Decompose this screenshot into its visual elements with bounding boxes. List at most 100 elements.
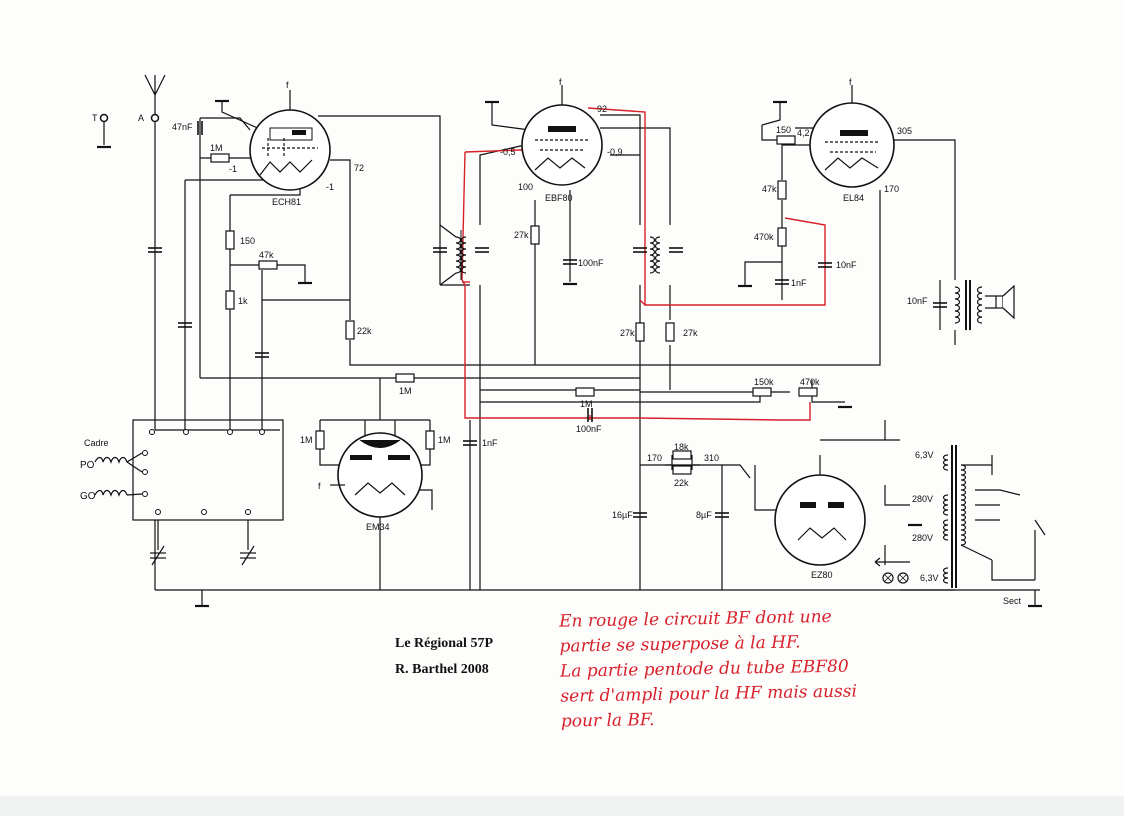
label-cadre: Cadre <box>84 438 109 448</box>
c1nF-b: 1nF <box>482 438 498 448</box>
resistor-150k <box>752 387 772 397</box>
ech-neg1a: -1 <box>229 164 237 174</box>
el84-name: EL84 <box>843 193 864 203</box>
el-heater-f: f <box>849 77 852 87</box>
r18k: 18k <box>674 442 689 452</box>
c16uF: 16µF <box>612 510 633 520</box>
ebf80-name: EBF80 <box>545 193 573 203</box>
r150k: 150k <box>754 377 774 387</box>
el-42: 4,2 <box>797 128 810 138</box>
tube-el84 <box>809 85 895 188</box>
resistor-27k-b <box>635 322 645 342</box>
c10nF-b: 10nF <box>907 296 928 306</box>
tube-em34 <box>330 432 423 518</box>
ebf-100: 100 <box>518 182 533 192</box>
resistor-27k-a <box>530 225 540 245</box>
ground-symbols <box>193 99 1044 608</box>
bf-circuit-red <box>461 107 826 421</box>
r27k-c: 27k <box>683 328 698 338</box>
c47nF: 47nF <box>172 122 193 132</box>
caption-author: R. Barthel 2008 <box>395 662 489 677</box>
el-170: 170 <box>884 184 899 194</box>
resistor-47k-b <box>777 180 787 200</box>
ech-neg1b: -1 <box>326 182 334 192</box>
label-T: T <box>92 113 98 123</box>
c100nF-b: 100nF <box>576 424 602 434</box>
r47k-a: 47k <box>259 250 274 260</box>
psu-310: 310 <box>704 453 719 463</box>
r1M-a: 1M <box>399 386 412 396</box>
label-go: GO <box>80 491 96 502</box>
em-1M-a: 1M <box>300 435 313 445</box>
r22k: 22k <box>357 326 372 336</box>
potentiometer-470k <box>798 387 818 397</box>
r470k-a: 470k <box>754 232 774 242</box>
resistor-1M-b <box>575 387 595 397</box>
r27k-b: 27k <box>620 328 635 338</box>
if-transformer-1 <box>432 224 490 286</box>
c100nF-a: 100nF <box>578 258 604 268</box>
v63-a: 6,3V <box>915 450 934 460</box>
tube-ech81 <box>249 90 331 191</box>
v63-b: 6,3V <box>920 573 939 583</box>
ech-voltage: 72 <box>354 163 364 173</box>
resistor-1M-ech <box>210 153 230 163</box>
resistor-1k <box>225 290 235 310</box>
caption-title: Le Régional 57P <box>395 636 493 651</box>
r150-a: 150 <box>240 236 255 246</box>
resistor-150-b <box>776 135 796 145</box>
power-transformer <box>942 445 1046 588</box>
label-A: A <box>138 113 144 123</box>
po-go-coils <box>94 452 143 497</box>
r470k-b: 470k <box>800 377 820 387</box>
output-transformer <box>954 280 983 330</box>
label-po: PO <box>80 460 95 471</box>
ebf-m05: -0,5 <box>500 147 516 157</box>
resistor-150-a <box>225 230 235 250</box>
handwritten-note: En rouge le circuit BF dont une partie s… <box>559 602 981 734</box>
ebf-heater-f: f <box>559 77 562 87</box>
resistor-47k-a <box>258 260 278 270</box>
r1M-b: 1M <box>580 399 593 409</box>
variable-capacitors <box>150 520 256 566</box>
ech-heater-f: f <box>286 80 289 90</box>
coil-block-pins <box>142 429 265 515</box>
terminal-A <box>150 113 160 123</box>
r150-b: 150 <box>776 125 791 135</box>
r47k-b: 47k <box>762 184 777 194</box>
ebf-m09: -0,9 <box>607 147 623 157</box>
em-heater-f: f <box>318 481 321 491</box>
resistor-470k-a <box>777 227 787 247</box>
psu-170: 170 <box>647 453 662 463</box>
tube-ebf80 <box>521 85 603 186</box>
resistor-1M-a <box>395 373 415 383</box>
dial-lamp-icons <box>874 557 910 584</box>
c8uF: 8µF <box>696 510 712 520</box>
ebf-92: 92 <box>597 104 607 114</box>
em-1M-b: 1M <box>438 435 451 445</box>
resistor-22k-b <box>672 465 692 475</box>
v280-a: 280V <box>912 494 933 504</box>
resistor-em-1M-a <box>315 430 325 450</box>
r27k-a: 27k <box>514 230 529 240</box>
scan-edge <box>0 796 1124 816</box>
r1M-ech: 1M <box>210 143 223 153</box>
label-sect: Sect <box>1003 596 1022 606</box>
ez80-name: EZ80 <box>811 570 833 580</box>
el-305: 305 <box>897 126 912 136</box>
if-transformer-2 <box>632 236 684 274</box>
resistor-27k-c <box>665 322 675 342</box>
r22k-b: 22k <box>674 478 689 488</box>
resistor-em-1M-b <box>425 430 435 450</box>
antenna-symbol <box>144 74 166 96</box>
em34-name: EM34 <box>366 522 390 532</box>
terminal-T <box>99 113 109 123</box>
coil-block <box>132 419 284 521</box>
tube-ez80 <box>774 474 866 566</box>
r1k: 1k <box>238 296 248 306</box>
c10nF-a: 10nF <box>836 260 857 270</box>
ech81-name: ECH81 <box>272 197 301 207</box>
c1nF-a: 1nF <box>791 278 807 288</box>
wiring <box>154 95 1040 605</box>
